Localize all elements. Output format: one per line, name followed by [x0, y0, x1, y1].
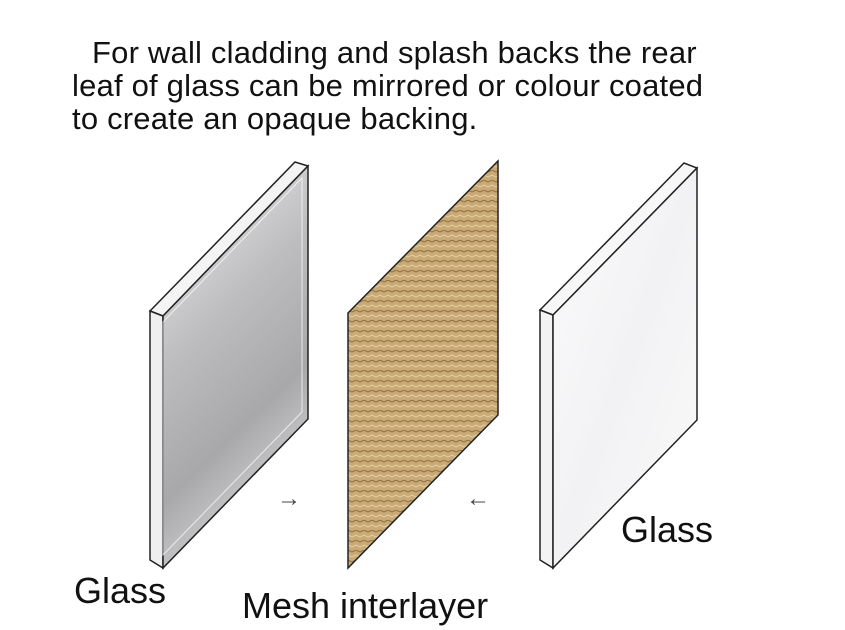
- caption-line-2: leaf of glass can be mirrored or colour …: [72, 68, 704, 103]
- label-mesh-interlayer: Mesh interlayer: [242, 585, 489, 626]
- glass-pane-right-clear: [538, 162, 699, 570]
- mesh-interlayer-sheet: [347, 159, 499, 570]
- glass-right-face: [552, 166, 698, 570]
- glass-left-side: [149, 309, 164, 570]
- label-glass-right: Glass: [621, 509, 714, 550]
- glass-right-side: [539, 308, 554, 570]
- caption-line-1: For wall cladding and splash backs the r…: [92, 35, 697, 70]
- arrow-right-icon: →: [277, 485, 301, 512]
- mesh-interlayer-face: [347, 159, 499, 570]
- glass-pane-left-mirrored: [148, 161, 310, 570]
- caption-line-3: to create an opaque backing.: [72, 101, 478, 136]
- label-glass-left: Glass: [74, 570, 167, 611]
- glass-left-inner-edge: [162, 176, 303, 557]
- arrow-left-icon: ←: [466, 485, 490, 512]
- diagram-caption: For wall cladding and splash backs the r…: [72, 36, 792, 135]
